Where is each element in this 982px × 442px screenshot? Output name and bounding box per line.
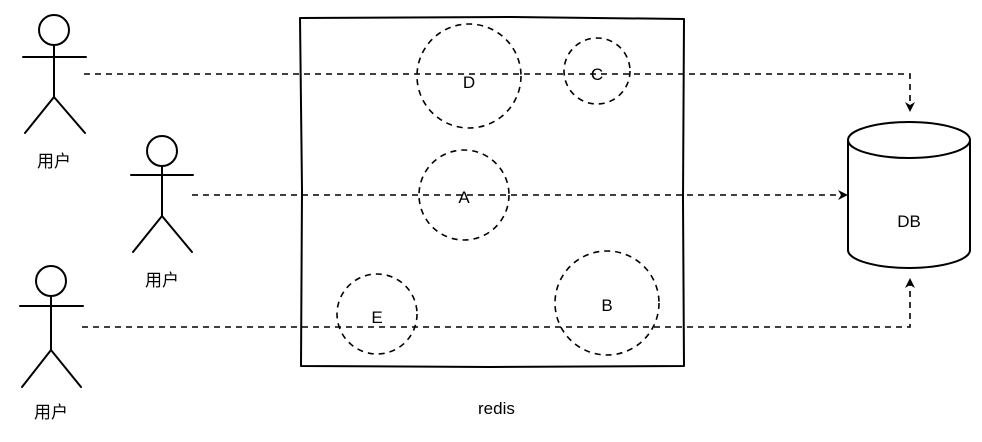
cache-node-d-label: D [463, 73, 475, 92]
request-arrow-user1 [84, 73, 915, 112]
user-3-label: 用户 [34, 403, 68, 422]
cache-node-c: C [563, 37, 631, 105]
database-cylinder: DB [847, 121, 971, 269]
redis-box [299, 16, 685, 368]
request-arrow-user3 [82, 278, 915, 328]
cache-node-b: B [554, 250, 660, 356]
cache-node-c-label: C [591, 65, 603, 84]
database-label: DB [897, 212, 921, 231]
user-3-figure [19, 265, 84, 388]
cache-node-e: E [336, 273, 418, 355]
cache-node-a-label: A [458, 188, 470, 207]
cache-node-b-label: B [601, 296, 612, 315]
cache-node-e-label: E [371, 308, 382, 327]
cache-node-d: D [416, 23, 522, 129]
user-1-label: 用户 [37, 152, 71, 171]
user-2-label: 用户 [145, 271, 179, 290]
user-1-figure [22, 14, 87, 134]
cache-node-a: A [418, 149, 510, 241]
redis-label: redis [478, 399, 515, 418]
user-2-figure [130, 135, 194, 253]
